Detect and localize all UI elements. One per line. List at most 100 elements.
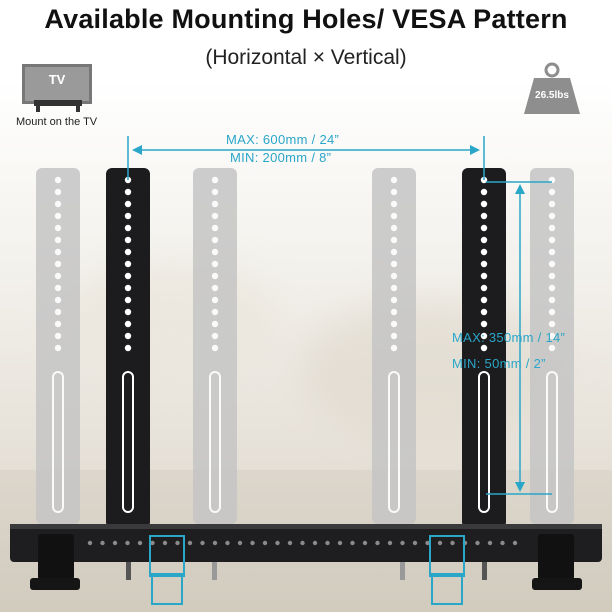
mounting-hole: [124, 212, 132, 220]
tv-foot-icon: [76, 100, 80, 112]
mounting-hole: [390, 272, 398, 280]
mounting-hole: [124, 320, 132, 328]
bar-hole: [262, 540, 268, 546]
bar-hole: [362, 540, 368, 546]
mounting-hole: [390, 200, 398, 208]
bar-hole: [187, 540, 193, 546]
bar-hole: [237, 540, 243, 546]
mounting-hole: [54, 260, 62, 268]
mounting-hole: [124, 344, 132, 352]
mounting-hole: [480, 296, 488, 304]
bar-hole: [275, 540, 280, 546]
mounting-hole: [390, 332, 398, 340]
mounting-slot: [52, 371, 64, 513]
bar-hole: [162, 540, 168, 546]
mounting-hole: [54, 344, 62, 352]
bar-hole: [375, 540, 380, 546]
mounting-hole: [390, 236, 398, 244]
mounting-hole: [480, 212, 488, 220]
mounting-hole: [548, 344, 556, 352]
mounting-hole: [211, 320, 219, 328]
horizontal-max-label: MAX: 600mm / 24”: [226, 132, 340, 147]
mounting-slot: [122, 371, 134, 513]
mounting-hole: [211, 344, 219, 352]
mounting-hole: [548, 320, 556, 328]
mounting-hole: [548, 332, 556, 340]
mounting-hole: [390, 224, 398, 232]
mounting-hole: [548, 284, 556, 292]
mounting-hole: [54, 308, 62, 316]
bar-hole: [425, 540, 430, 546]
mounting-hole: [124, 272, 132, 280]
bar-hole: [450, 540, 455, 546]
mounting-hole: [54, 320, 62, 328]
mounting-hole: [54, 188, 62, 196]
mounting-hole: [54, 248, 62, 256]
mounting-hole: [548, 200, 556, 208]
bar-hole: [287, 540, 293, 546]
bar-hole: [137, 540, 143, 546]
mounting-hole: [480, 236, 488, 244]
mounting-hole: [211, 236, 219, 244]
mounting-hole: [480, 224, 488, 232]
bar-hole: [500, 540, 505, 546]
mounting-hole: [548, 260, 556, 268]
mounting-hole: [548, 296, 556, 304]
mounting-hole: [54, 236, 62, 244]
bar-hole: [487, 540, 493, 546]
bar-hole: [437, 540, 443, 546]
mounting-hole: [211, 176, 219, 184]
mounting-hole: [124, 284, 132, 292]
tv-stand-icon: [34, 100, 82, 106]
bar-hole: [312, 540, 318, 546]
mounting-hole: [480, 260, 488, 268]
mounting-hole: [548, 272, 556, 280]
bar-hole: [200, 540, 205, 546]
mounting-hole: [211, 296, 219, 304]
mounting-hole: [211, 272, 219, 280]
background-blur: [60, 260, 280, 380]
bar-hole: [400, 540, 405, 546]
mounting-hole: [124, 296, 132, 304]
mounting-slot: [478, 371, 490, 513]
mounting-hole: [390, 308, 398, 316]
page-title: Available Mounting Holes/ VESA Pattern: [44, 4, 568, 34]
mounting-hole: [390, 344, 398, 352]
horizontal-dimension: [127, 136, 485, 180]
mounting-hole: [211, 248, 219, 256]
bar-hole: [350, 540, 355, 546]
mounting-hole: [124, 260, 132, 268]
vertical-max-label: MAX: 350mm / 14”: [452, 330, 566, 345]
mounting-hole: [211, 332, 219, 340]
mounting-hole: [124, 236, 132, 244]
mounting-hole: [480, 284, 488, 292]
mounting-hole: [390, 188, 398, 196]
bar-hole: [412, 540, 418, 546]
mounting-hole: [480, 320, 488, 328]
mounting-hole: [211, 188, 219, 196]
mounting-hole: [548, 224, 556, 232]
mounting-hole: [480, 272, 488, 280]
weight-shape-icon: [524, 62, 580, 114]
mounting-hole: [390, 248, 398, 256]
mounting-hole: [211, 284, 219, 292]
mounting-hole: [480, 200, 488, 208]
tv-foot-icon: [36, 100, 40, 112]
bar-hole: [475, 540, 480, 546]
mounting-hole: [54, 332, 62, 340]
bar-hole: [387, 540, 393, 546]
mounting-hole: [124, 224, 132, 232]
bar-hole: [325, 540, 330, 546]
mounting-hole: [54, 212, 62, 220]
bar-hole: [175, 540, 180, 546]
bar-hole: [150, 540, 155, 546]
bar-hole: [225, 540, 230, 546]
horizontal-min-label: MIN: 200mm / 8”: [230, 150, 332, 165]
mounting-hole: [211, 212, 219, 220]
mounting-hole: [124, 332, 132, 340]
mounting-hole: [211, 224, 219, 232]
mounting-hole: [124, 188, 132, 196]
mounting-slot: [209, 371, 221, 513]
bar-hole: [250, 540, 255, 546]
mounting-hole: [54, 176, 62, 184]
